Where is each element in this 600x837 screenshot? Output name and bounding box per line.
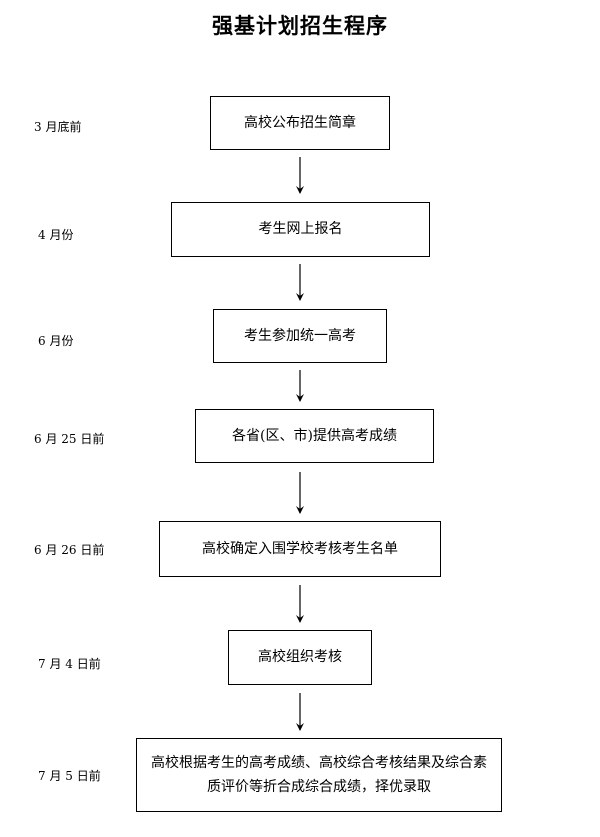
step-4-text: 各省(区、市)提供高考成绩 — [232, 427, 397, 444]
step-1-text: 高校公布招生简章 — [244, 114, 356, 131]
step-2-box: 考生网上报名 — [171, 202, 430, 257]
step-7-box: 高校根据考生的高考成绩、高校综合考核结果及综合素质评价等折合成综合成绩，择优录取 — [136, 738, 502, 812]
page-title: 强基计划招生程序 — [212, 14, 388, 38]
step-2-text: 考生网上报名 — [258, 221, 343, 238]
step-3-box: 考生参加统一高考 — [213, 309, 387, 363]
step-1-box: 高校公布招生简章 — [210, 96, 390, 150]
step-5-text: 高校确定入围学校考核考生名单 — [202, 540, 398, 557]
step-5-date: 6 月 26 日前 — [34, 543, 105, 557]
step-4-date: 6 月 25 日前 — [34, 432, 105, 446]
step-2-date: 4 月份 — [38, 228, 74, 242]
step-5-box: 高校确定入围学校考核考生名单 — [159, 521, 441, 577]
step-7-date: 7 月 5 日前 — [38, 769, 101, 783]
step-4-box: 各省(区、市)提供高考成绩 — [195, 409, 434, 463]
step-3-text: 考生参加统一高考 — [244, 327, 356, 344]
step-7-text: 高校根据考生的高考成绩、高校综合考核结果及综合素质评价等折合成综合成绩，择优录取 — [151, 754, 487, 796]
step-6-text: 高校组织考核 — [258, 649, 342, 666]
step-1-date: 3 月底前 — [34, 120, 82, 134]
step-3-date: 6 月份 — [38, 334, 74, 348]
step-6-box: 高校组织考核 — [228, 630, 372, 685]
step-6-date: 7 月 4 日前 — [38, 657, 101, 671]
